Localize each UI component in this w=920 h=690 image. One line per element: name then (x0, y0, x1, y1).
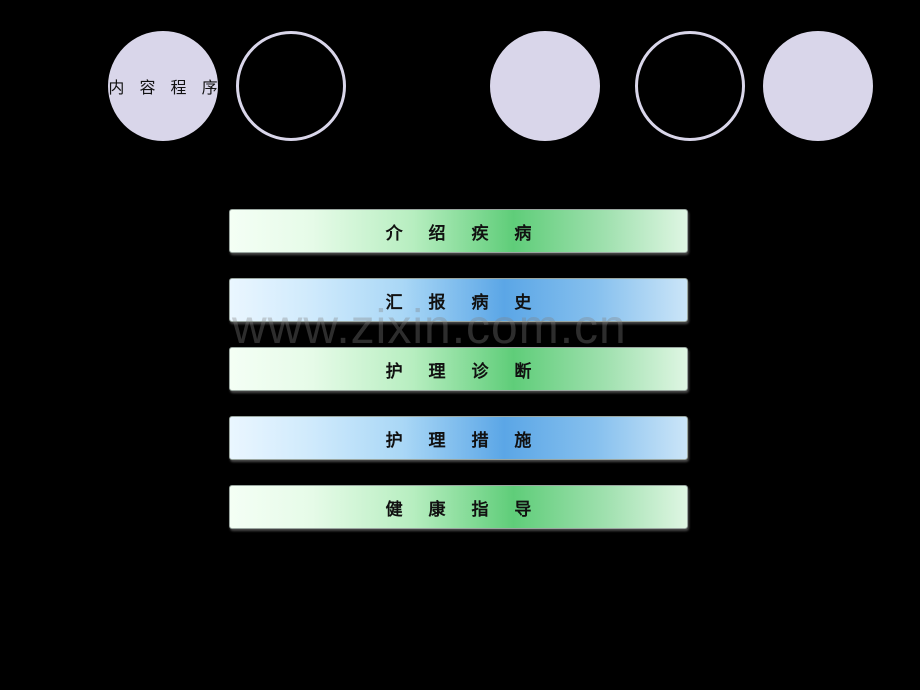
menu-item-label: 汇 报 病 史 (385, 292, 542, 313)
filled-circle-2 (490, 31, 600, 141)
menu-item-label: 护 理 措 施 (385, 430, 542, 451)
menu-item-nursing-diagnosis[interactable]: 护 理 诊 断 (229, 347, 688, 391)
menu-item-health-guidance[interactable]: 健 康 指 导 (229, 485, 688, 529)
menu-item-introduce-disease[interactable]: 介 绍 疾 病 (229, 209, 688, 253)
outline-circle-2 (635, 31, 745, 141)
menu-item-label: 介 绍 疾 病 (385, 223, 542, 244)
title-circle-label: 内 容 程 序 (108, 78, 223, 97)
menu-item-nursing-measures[interactable]: 护 理 措 施 (229, 416, 688, 460)
title-circle: 内 容 程 序 (108, 31, 218, 141)
menu-item-report-history[interactable]: 汇 报 病 史 (229, 278, 688, 322)
menu-item-label: 健 康 指 导 (385, 499, 542, 520)
outline-circle-1 (236, 31, 346, 141)
filled-circle-3 (763, 31, 873, 141)
menu-item-label: 护 理 诊 断 (385, 361, 542, 382)
